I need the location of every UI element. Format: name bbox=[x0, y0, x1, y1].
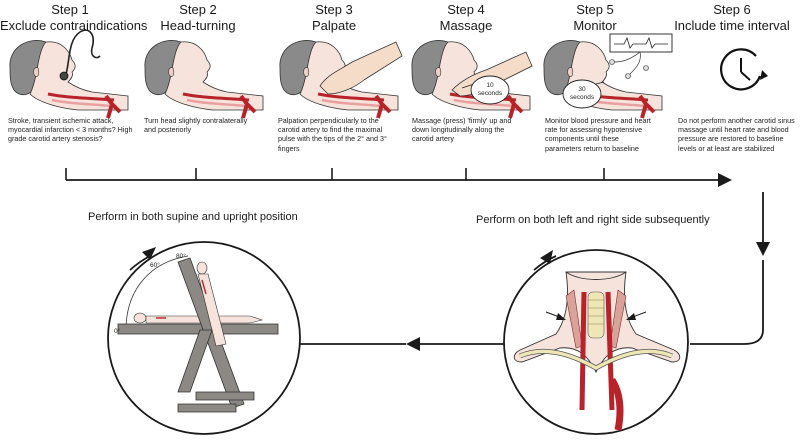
step-1-title: Step 1 Exclude contraindications bbox=[0, 2, 147, 34]
step-1-heading: Exclude contraindications bbox=[0, 18, 148, 33]
left-right-label: Perform on both left and right side subs… bbox=[476, 214, 710, 226]
supine-upright-label: Perform in both supine and upright posit… bbox=[88, 211, 298, 223]
step-3-title: Step 3 Palpate bbox=[284, 2, 384, 34]
step-4-timer: 10 seconds bbox=[474, 82, 506, 98]
step-4-timer-unit: seconds bbox=[477, 90, 503, 97]
angle-80-label: 80° bbox=[176, 253, 186, 260]
step-5-timer-unit: seconds bbox=[569, 94, 595, 101]
step-3-description: Palpation perpendicularly to the carotid… bbox=[278, 116, 387, 153]
step-1-description: Stroke, transient ischemic attack, myoca… bbox=[8, 116, 133, 144]
step-4-title: Step 4 Massage bbox=[416, 2, 516, 34]
step-4-number: Step 4 bbox=[447, 2, 485, 17]
step-5-title: Step 5 Monitor bbox=[545, 2, 645, 34]
timeline-arrow bbox=[65, 168, 732, 187]
step-5-timer: 30 seconds bbox=[566, 86, 598, 102]
left-arrow bbox=[300, 337, 504, 351]
stethoscope-icon bbox=[59, 29, 101, 81]
step-1-illustration bbox=[7, 38, 130, 120]
step-5-heading: Monitor bbox=[573, 18, 617, 33]
step-3-illustration bbox=[277, 38, 403, 120]
step-5-number: Step 5 bbox=[576, 2, 614, 17]
timer-bubble-step-4 bbox=[461, 75, 510, 105]
step-2-number: Step 2 bbox=[179, 2, 217, 17]
step-2-heading: Head-turning bbox=[160, 18, 236, 33]
step-2-title: Step 2 Head-turning bbox=[148, 2, 248, 34]
step-4-description: Massage (press) 'firmly' up and down lon… bbox=[412, 116, 512, 144]
step-5-timer-value: 30 bbox=[578, 86, 586, 93]
step-2-description: Turn head slightly contralaterally and p… bbox=[144, 116, 248, 135]
step-4-heading: Massage bbox=[439, 18, 493, 33]
monitor-icon bbox=[609, 33, 673, 79]
down-arrow bbox=[690, 192, 770, 345]
clock-icon bbox=[720, 48, 768, 91]
step-3-number: Step 3 bbox=[315, 2, 353, 17]
step-3-heading: Palpate bbox=[311, 18, 357, 33]
angle-60-label: 60° bbox=[150, 262, 160, 269]
step-6-title: Step 6 Include time interval bbox=[672, 2, 792, 34]
step-6-heading: Include time interval bbox=[674, 18, 790, 33]
step-5-description: Monitor blood pressure and heart rate fo… bbox=[545, 116, 651, 153]
tilt-table-circle bbox=[107, 241, 301, 435]
angle-0-label: 0° bbox=[114, 328, 121, 335]
timer-bubble-step-5 bbox=[562, 79, 605, 109]
step-6-description: Do not perform another carotid sinus mas… bbox=[678, 116, 795, 153]
step-2-illustration bbox=[142, 38, 265, 120]
step-4-illustration bbox=[409, 38, 533, 120]
step-4-timer-value: 10 bbox=[486, 82, 494, 89]
neck-anatomy-circle bbox=[503, 249, 689, 435]
step-6-number: Step 6 bbox=[713, 2, 751, 17]
step-1-number: Step 1 bbox=[51, 2, 89, 17]
